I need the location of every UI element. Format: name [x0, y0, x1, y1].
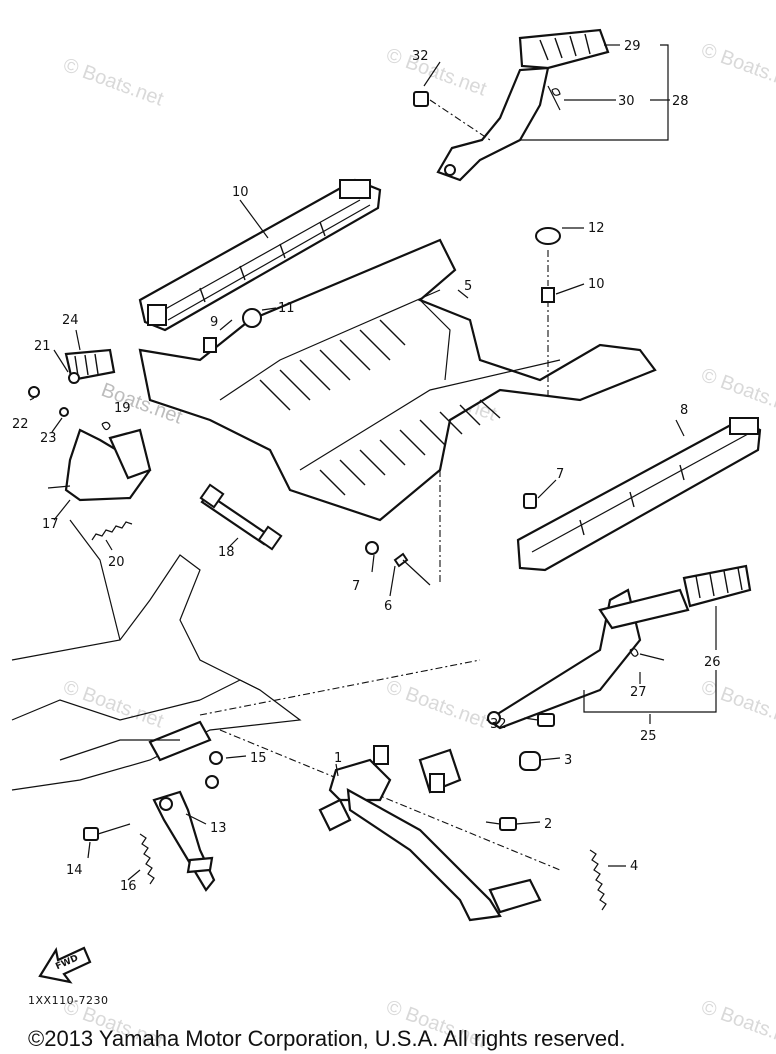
callout-28: 27 [630, 685, 647, 700]
callout-23: 22 [12, 417, 29, 432]
callout-24: 23 [40, 431, 57, 446]
callout-6: 6 [384, 599, 392, 614]
forward-arrow-icon: FWD [38, 946, 92, 984]
frame-outline [11, 519, 561, 871]
bolt-and-nut-6-7 [365, 541, 431, 586]
callout-20: 19 [114, 401, 131, 416]
callout-9: 8 [680, 403, 688, 418]
callout-2: 2 [544, 817, 552, 832]
callout-1: 1 [334, 751, 342, 766]
callout-13: 12 [588, 221, 605, 236]
watermark: © Boats.net [698, 996, 776, 1053]
watermark: © Boats.net [698, 364, 776, 421]
callout-22: 21 [34, 339, 51, 354]
callout-labels: 32 29 30 28 10 12 10 5 11 9 24 21 22 23 … [12, 39, 721, 894]
callout-31: 30 [618, 94, 635, 109]
left-side-cover [138, 178, 382, 332]
watermark: © Boats.net [698, 676, 776, 733]
watermark: © Boats.net [383, 676, 489, 733]
watermark: © Boats.net [698, 39, 776, 96]
watermark: © Boats.net [60, 54, 166, 111]
callout-18: 17 [42, 517, 59, 532]
callout-14: 13 [210, 821, 227, 836]
callout-30: 29 [624, 39, 641, 54]
callout-19: 18 [218, 545, 235, 560]
rear-footrest-assembly-bottom [485, 564, 752, 730]
callout-7: 7 [352, 579, 360, 594]
callout-5: 5 [464, 279, 472, 294]
callout-3: 3 [564, 753, 572, 768]
callout-10-right: 10 [588, 277, 605, 292]
callout-4: 4 [630, 859, 638, 874]
side-stand [83, 775, 219, 892]
copyright-notice: ©2013 Yamaha Motor Corporation, U.S.A. A… [28, 1026, 626, 1051]
callout-17: 16 [120, 879, 137, 894]
callout-32: 32 [412, 49, 429, 64]
callout-11: 10 [232, 185, 249, 200]
callout-16: 15 [250, 751, 267, 766]
leader-lines [29, 44, 717, 881]
watermark: © Boats.net [60, 676, 166, 733]
callout-21: 20 [108, 555, 125, 570]
center-stand [209, 745, 607, 922]
left-footrest-assembly [28, 348, 283, 551]
callout-27: 26 [704, 655, 721, 670]
callout-25: 24 [62, 313, 79, 328]
diagram-code: 1XX110-7230 [28, 994, 109, 1007]
watermark-layer: © Boats.net © Boats.net © Boats.net © Bo… [60, 39, 776, 1053]
watermark: © Boats.net [383, 44, 489, 101]
callout-29: 28 [672, 94, 689, 109]
callout-15: 14 [66, 863, 83, 878]
floor-board [138, 238, 657, 585]
right-side-cover [516, 417, 762, 572]
callout-12: 11 [278, 301, 295, 316]
rear-footrest-assembly-top [413, 28, 610, 182]
callout-26: 25 [640, 729, 657, 744]
callout-10-left: 9 [210, 315, 218, 330]
callout-8: 7 [556, 467, 564, 482]
small-hardware [203, 227, 561, 353]
callout-32-lower: 32 [490, 717, 507, 732]
